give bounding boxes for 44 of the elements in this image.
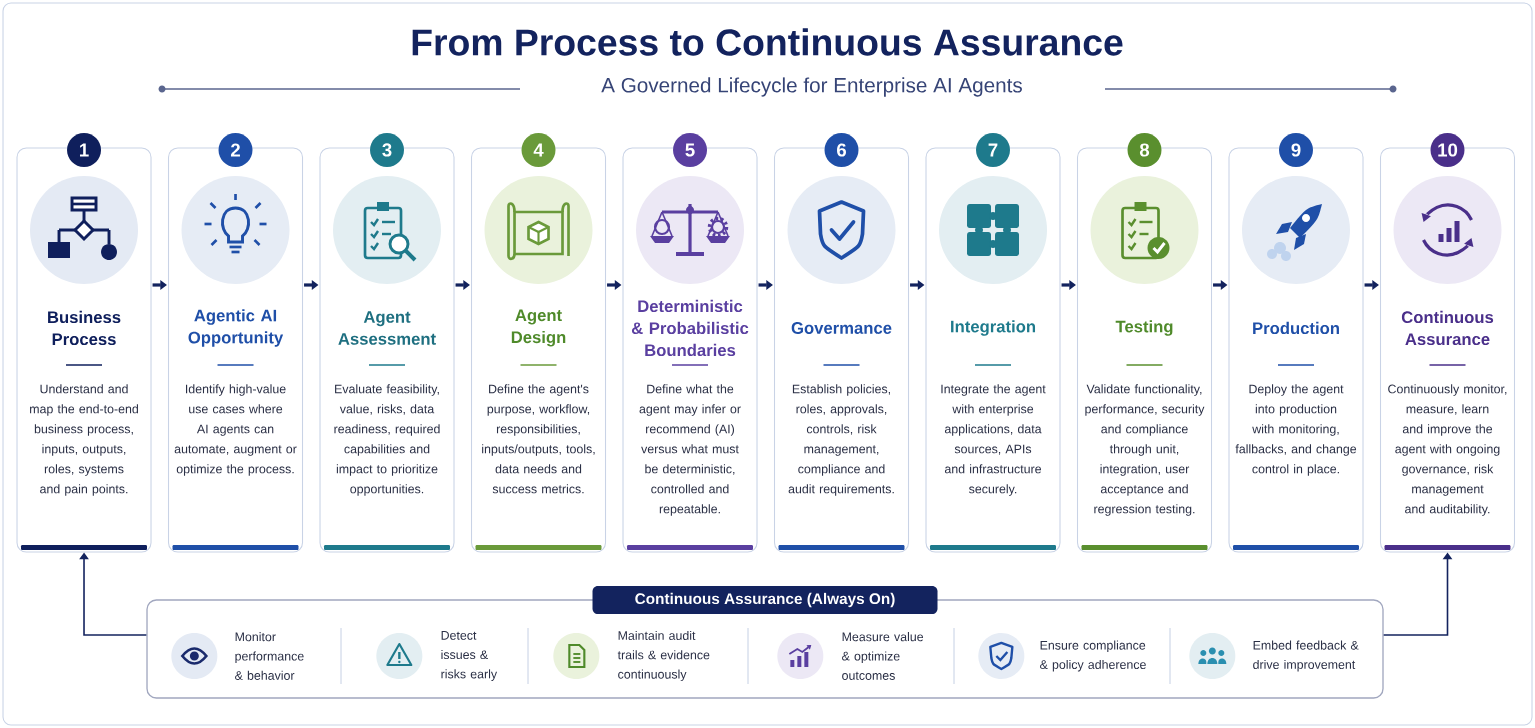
arrow bbox=[455, 280, 470, 290]
arrow bbox=[1364, 280, 1379, 290]
step-number: 2 bbox=[218, 133, 253, 167]
step-description: Identify high-value use cases where AI agents can automate, augment or optimize the process. bbox=[174, 384, 297, 476]
panel-heading: Continuous Assurance (Always On) bbox=[592, 586, 938, 614]
step-number: 6 bbox=[824, 133, 859, 167]
step-title: Integration bbox=[951, 320, 1035, 336]
step-number: 10 bbox=[1430, 133, 1465, 167]
step-title: Agent Assessment bbox=[338, 311, 436, 345]
step-description: Continuously monitor, measure, learn and improve the agent with ongoing governance, risk management and auditability. bbox=[1388, 384, 1507, 516]
title: From Process to Continuous Assurance bbox=[412, 28, 1123, 56]
item-text: Maintain audit trails & evidence continuously bbox=[617, 630, 710, 682]
step-description: Deploy the agent into production with monitoring, fallbacks, and change control in place. bbox=[1235, 384, 1357, 476]
step-number: 1 bbox=[67, 133, 101, 167]
step-description: Evaluate feasibility, value, risks, data readiness, required capabilities and impact to prioritize opportunities. bbox=[334, 384, 440, 496]
item-text: Measure value & optimize outcomes bbox=[842, 632, 924, 680]
arrow bbox=[152, 280, 167, 290]
item-text: Embed feedback & drive improvement bbox=[1253, 640, 1359, 672]
step-number: 8 bbox=[1127, 133, 1162, 167]
step-title: Continuous Assurance bbox=[1401, 310, 1494, 346]
subtitle: A Governed Lifecycle for Enterprise AI Agents bbox=[601, 77, 1022, 97]
step-description: Integrate the agent with enterprise applications, data sources, APIs and infrastructure securely. bbox=[941, 384, 1046, 496]
step-number: 9 bbox=[1279, 133, 1313, 167]
step-description: Define what the agent may infer or recommend (AI) versus what must be deterministic, controlled and repeatable. bbox=[639, 384, 741, 516]
step-title: Deterministic & Probabilistic Boundaries bbox=[631, 299, 749, 357]
step-title: Testing bbox=[1115, 320, 1173, 336]
step-title: Govermance bbox=[791, 322, 892, 334]
step-description: Understand and map the end-to-end business process, inputs, outputs, roles, systems and pain points. bbox=[30, 384, 138, 496]
step-number: 4 bbox=[521, 133, 556, 167]
arrow bbox=[1061, 280, 1076, 290]
step-title: Agentic AI Opportunity bbox=[188, 309, 284, 347]
step-number: 5 bbox=[673, 133, 707, 167]
step-description: Define the agent's purpose, workflow, responsibilities, inputs/outputs, tools, data needs and success metrics. bbox=[482, 384, 595, 494]
step-description: Establish policies, roles, approvals, controls, risk management, compliance and audit requirements. bbox=[788, 384, 894, 496]
step-description: Validate functionality, performance, security and compliance through unit, integration, user acceptance and regression testing. bbox=[1085, 384, 1205, 516]
step-number: 7 bbox=[976, 133, 1010, 167]
item-text: Ensure compliance & policy adherence bbox=[1040, 640, 1146, 672]
step-title: Business Process bbox=[48, 310, 121, 346]
item-text: Monitor performance & behavior bbox=[235, 632, 304, 680]
step-number: 3 bbox=[370, 133, 404, 167]
arrow bbox=[758, 280, 773, 290]
item-text: Detect issues & risks early bbox=[441, 631, 498, 681]
step-title: Agent Design bbox=[511, 309, 566, 347]
step-title: Production bbox=[1253, 321, 1339, 335]
